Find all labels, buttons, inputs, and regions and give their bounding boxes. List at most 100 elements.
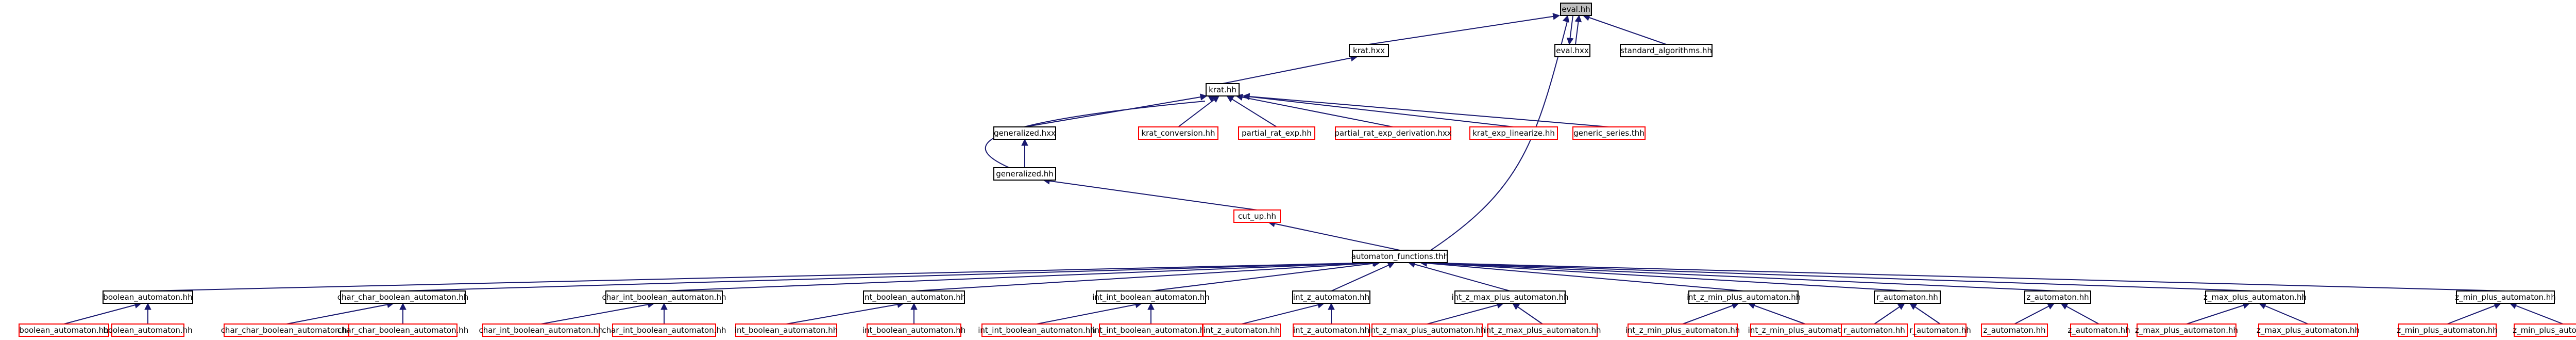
node-label: int_boolean_automaton.hh	[862, 326, 965, 335]
graph-node-char-char-boolean-automaton[interactable]: char_char_boolean_automaton.hh	[337, 290, 469, 304]
graph-node-automaton-functions[interactable]: automaton_functions.thh	[1351, 250, 1448, 263]
dependency-edge	[147, 262, 1380, 292]
graph-node-l-izmax-a[interactable]: int_z_max_plus_automaton.hh	[1368, 323, 1486, 337]
edge-arrowhead	[1147, 302, 1155, 310]
nodes-layer: eval.hh krat.hxx eval.hxx standard_algorith…	[19, 3, 2576, 337]
graph-node-int-z-max-plus-automaton[interactable]: int_z_max_plus_automaton.hh	[1451, 290, 1569, 304]
node-box	[103, 290, 193, 304]
graph-node-l-ccb-b[interactable]: char_char_boolean_automaton.hh	[337, 323, 469, 337]
graph-node-l-izmin-b[interactable]: int_z_min_plus_automaton.hh	[1748, 323, 1863, 337]
dependency-edge	[1226, 95, 1277, 127]
graph-node-l-boolean-b[interactable]: boolean_automaton.hh	[103, 323, 193, 337]
graph-node-l-r-a[interactable]: r_automaton.hh	[1841, 323, 1908, 337]
node-label: int_int_boolean_automaton.hh	[1092, 326, 1210, 335]
graph-node-l-ccb-a[interactable]: char_char_boolean_automaton.hh	[221, 323, 352, 337]
graph-node-generic-series[interactable]: generic_series.thh	[1572, 126, 1646, 140]
graph-node-l-z-a[interactable]: z_automaton.hh	[1981, 323, 2048, 337]
node-box	[111, 323, 184, 337]
graph-node-l-iz-b[interactable]: int_z_automaton.hh	[1293, 323, 1370, 337]
node-label: z_max_plus_automaton.hh	[2257, 326, 2360, 335]
dependency-edge	[1682, 303, 1739, 325]
edge-arrowhead	[1897, 303, 1905, 310]
graph-node-krat-exp-linearize[interactable]: krat_exp_linearize.hh	[1469, 126, 1558, 140]
graph-node-l-boolean-a[interactable]: boolean_automaton.hh	[19, 323, 109, 337]
node-label: int_boolean_automaton.hh	[735, 326, 838, 335]
graph-node-l-iz-a[interactable]: int_z_automaton.hh	[1202, 323, 1281, 337]
graph-node-partial-rat-exp[interactable]: partial_rat_exp.hh	[1238, 126, 1315, 140]
graph-node-generalized-hh[interactable]: generalized.hh	[993, 167, 1056, 181]
graph-node-krat-conversion[interactable]: krat_conversion.hh	[1138, 126, 1218, 140]
graph-node-l-ib-a[interactable]: int_boolean_automaton.hh	[735, 323, 838, 337]
node-label: char_char_boolean_automaton.hh	[221, 326, 352, 335]
graph-node-l-iib-a[interactable]: int_int_boolean_automaton.hh	[978, 323, 1095, 337]
graph-node-eval-hxx[interactable]: eval.hxx	[1554, 44, 1590, 57]
node-box	[1554, 44, 1590, 57]
dependency-edge	[1024, 95, 1207, 127]
dependency-edge	[63, 303, 142, 325]
node-label: krat.hh	[1209, 85, 1236, 94]
dependency-edge	[1243, 95, 1609, 127]
edge-arrowhead	[660, 302, 668, 310]
node-box	[2514, 323, 2576, 337]
graph-node-l-zmin-a[interactable]: z_min_plus_automaton.hh	[2397, 323, 2498, 337]
node-label: partial_rat_exp_derivation.hxx	[1334, 128, 1451, 138]
graph-node-l-zmax-a[interactable]: z_max_plus_automaton.hh	[2135, 323, 2238, 337]
node-label: krat_conversion.hh	[1141, 128, 1215, 138]
graph-node-eval-hh: eval.hh	[1560, 3, 1592, 16]
graph-node-r-automaton[interactable]: r_automaton.hh	[1874, 290, 1941, 304]
node-box	[1352, 250, 1448, 263]
node-label: generalized.hxx	[994, 128, 1056, 138]
node-label: boolean_automaton.hh	[19, 326, 108, 335]
edge-arrowhead	[1574, 14, 1582, 23]
dependency-edge	[1368, 15, 1560, 45]
edge-arrowhead	[1562, 14, 1569, 23]
graph-node-l-izmin-a[interactable]: int_z_min_plus_automaton.hh	[1625, 323, 1740, 337]
dependency-edge	[1748, 303, 1806, 325]
graph-node-l-r-b[interactable]: r_automaton.hh	[1909, 323, 1971, 337]
graph-node-l-z-b[interactable]: z_automaton.hh	[2067, 323, 2130, 337]
node-box	[1620, 44, 1713, 57]
dependency-edge	[1583, 15, 1667, 45]
node-box	[2205, 290, 2305, 304]
node-label: int_z_min_plus_automaton.hh	[1625, 326, 1740, 335]
graph-node-krat-hh[interactable]: krat.hh	[1206, 83, 1240, 96]
graph-node-int-z-min-plus-automaton[interactable]: int_z_min_plus_automaton.hh	[1686, 290, 1801, 304]
dependency-edge	[1420, 262, 2058, 292]
graph-node-l-ib-b[interactable]: int_boolean_automaton.hh	[862, 323, 965, 337]
node-label: int_z_max_plus_automaton.hh	[1368, 326, 1485, 335]
graph-node-l-zmin-b[interactable]: z_min_plus_automaton.hh	[2513, 323, 2576, 337]
graph-node-z-automaton[interactable]: z_automaton.hh	[2024, 290, 2091, 304]
graph-node-int-z-automaton[interactable]: int_z_automaton.hh	[1292, 290, 1370, 304]
graph-node-cut-up[interactable]: cut_up.hh	[1233, 209, 1281, 223]
edge-arrowhead	[1021, 138, 1028, 146]
graph-node-boolean-automaton[interactable]: boolean_automaton.hh	[103, 290, 193, 304]
node-box	[1096, 290, 1206, 304]
graph-node-z-min-plus-automaton[interactable]: z_min_plus_automaton.hh	[2455, 290, 2556, 304]
dependency-edge	[1427, 303, 1504, 325]
graph-node-l-cib-a[interactable]: char_int_boolean_automaton.hh	[479, 323, 603, 337]
node-label: krat_exp_linearize.hh	[1472, 128, 1555, 138]
graph-node-l-cib-b[interactable]: char_int_boolean_automaton.hh	[602, 323, 726, 337]
graph-node-standard-algorithms[interactable]: standard_algorithms.hh	[1620, 44, 1713, 57]
node-box	[1874, 290, 1941, 304]
dependency-edge	[402, 262, 1380, 292]
node-box	[2456, 290, 2555, 304]
graph-node-int-boolean-automaton[interactable]: int_boolean_automaton.hh	[862, 290, 965, 304]
graph-node-char-int-boolean-automaton[interactable]: char_int_boolean_automaton.hh	[602, 290, 726, 304]
node-box	[993, 167, 1056, 181]
graph-node-l-zmax-b[interactable]: z_max_plus_automaton.hh	[2257, 323, 2360, 337]
graph-node-int-int-boolean-automaton[interactable]: int_int_boolean_automaton.hh	[1092, 290, 1210, 304]
graph-node-generalized-hxx[interactable]: generalized.hxx	[993, 126, 1056, 140]
node-box	[1454, 290, 1566, 304]
graph-node-krat-hxx[interactable]: krat.hxx	[1349, 44, 1389, 57]
node-label: int_z_max_plus_automaton.hh	[1451, 293, 1568, 302]
graph-node-z-max-plus-automaton[interactable]: z_max_plus_automaton.hh	[2204, 290, 2307, 304]
node-box	[993, 126, 1056, 140]
node-box	[1202, 323, 1281, 337]
graph-node-l-iib-b[interactable]: int_int_boolean_automaton.hh	[1092, 323, 1210, 337]
graph-node-l-izmax-b[interactable]: int_z_max_plus_automaton.hh	[1484, 323, 1601, 337]
node-label: int_int_boolean_automaton.hh	[978, 326, 1095, 335]
edge-arrowhead	[1226, 95, 1234, 103]
node-label: r_automaton.hh	[1876, 293, 1938, 302]
graph-node-partial-rat-exp-derivation[interactable]: partial_rat_exp_derivation.hxx	[1334, 126, 1452, 140]
